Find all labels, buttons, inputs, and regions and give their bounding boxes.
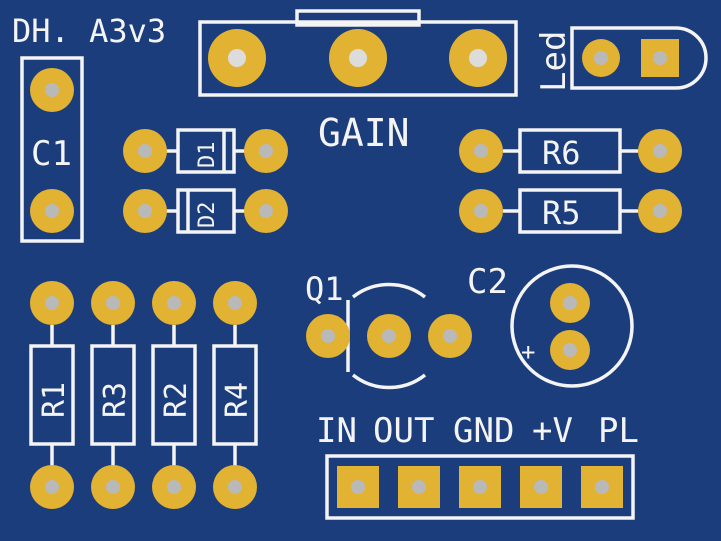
connector-drill-5 <box>595 480 609 494</box>
led-outline <box>570 26 708 90</box>
q1-label: Q1 <box>305 270 344 308</box>
connector-pin-label-v: +V <box>532 411 573 451</box>
pot-body-outline <box>198 20 518 97</box>
r4-body <box>212 344 258 446</box>
r1-label: R1 <box>37 382 72 418</box>
q1-drill-3 <box>443 329 457 343</box>
r3-drill-2 <box>106 480 120 494</box>
d1-label: D1 <box>195 142 220 169</box>
c1-outline <box>20 56 84 243</box>
connector-drill-2 <box>412 480 426 494</box>
r2-label: R2 <box>159 382 194 418</box>
r5-label: R5 <box>542 194 581 232</box>
r6-drill-1 <box>474 144 488 158</box>
connector-outline <box>325 454 635 520</box>
r4-drill-1 <box>228 296 242 310</box>
pot-shaft-outline <box>295 9 421 27</box>
r1-drill-2 <box>45 480 59 494</box>
d1-drill-2 <box>259 144 273 158</box>
c1-drill-1 <box>45 83 59 97</box>
d2-drill-1 <box>138 204 152 218</box>
c1-drill-2 <box>45 204 59 218</box>
connector-pin-label-pl: PL <box>598 411 639 451</box>
r3-drill-1 <box>106 296 120 310</box>
c2-label: C2 <box>467 262 508 302</box>
r2-body <box>151 344 197 446</box>
io-connector: IN OUT GND +V PL <box>316 411 639 520</box>
r2-drill-1 <box>167 296 181 310</box>
gain-label: GAIN <box>318 111 410 155</box>
d1-body <box>176 128 236 174</box>
connector-drill-4 <box>534 480 548 494</box>
q1-outline-bottom <box>351 373 427 390</box>
r5-drill-2 <box>653 204 667 218</box>
r3-label: R3 <box>98 382 133 418</box>
r4-footprint: R4 <box>212 281 258 509</box>
r4-label: R4 <box>220 382 255 418</box>
connector-pin-label-out: OUT <box>373 411 434 451</box>
r3-body <box>90 344 136 446</box>
d1-footprint: D1 <box>123 128 288 174</box>
r5-footprint: R5 <box>459 188 682 234</box>
r1-footprint: R1 <box>29 281 75 509</box>
gain-potentiometer <box>198 9 518 97</box>
r6-body <box>518 128 622 174</box>
d2-body <box>176 188 236 234</box>
r3-footprint: R3 <box>90 281 136 509</box>
c2-polarity-mark: + <box>521 338 535 366</box>
c2-drill-1 <box>563 296 577 310</box>
c2-outline <box>510 264 634 388</box>
d1-drill-1 <box>138 144 152 158</box>
r2-drill-2 <box>167 480 181 494</box>
connector-pin-label-in: IN <box>316 411 357 451</box>
connector-drill-1 <box>351 480 365 494</box>
pot-drill-2 <box>349 49 367 67</box>
r6-drill-2 <box>653 144 667 158</box>
led-drill-1 <box>594 51 608 65</box>
r6-label: R6 <box>542 134 581 172</box>
r1-drill-1 <box>45 296 59 310</box>
c1-footprint: C1 <box>20 56 84 243</box>
pot-drill-3 <box>469 49 487 67</box>
r1-body <box>29 344 75 446</box>
r5-drill-1 <box>474 204 488 218</box>
c1-label: C1 <box>31 134 72 174</box>
r5-body <box>518 188 622 234</box>
c2-drill-2 <box>563 343 577 357</box>
q1-outline-top <box>351 282 427 299</box>
pot-drill-1 <box>228 49 246 67</box>
q1-drill-1 <box>321 329 335 343</box>
led-footprint: Led <box>534 26 708 92</box>
r6-footprint: R6 <box>459 128 682 174</box>
board-title: DH. A3v3 <box>12 12 166 50</box>
q1-drill-2 <box>382 329 396 343</box>
led-label: Led <box>534 31 574 92</box>
d2-drill-2 <box>259 204 273 218</box>
c2-footprint: C2 + <box>467 262 634 388</box>
d2-label: D2 <box>195 202 220 229</box>
led-drill-2 <box>653 51 667 65</box>
d2-footprint: D2 <box>123 188 288 234</box>
q1-footprint: Q1 <box>305 270 472 390</box>
connector-drill-3 <box>473 480 487 494</box>
r2-footprint: R2 <box>151 281 197 509</box>
r4-drill-2 <box>228 480 242 494</box>
connector-pin-label-gnd: GND <box>453 411 514 451</box>
